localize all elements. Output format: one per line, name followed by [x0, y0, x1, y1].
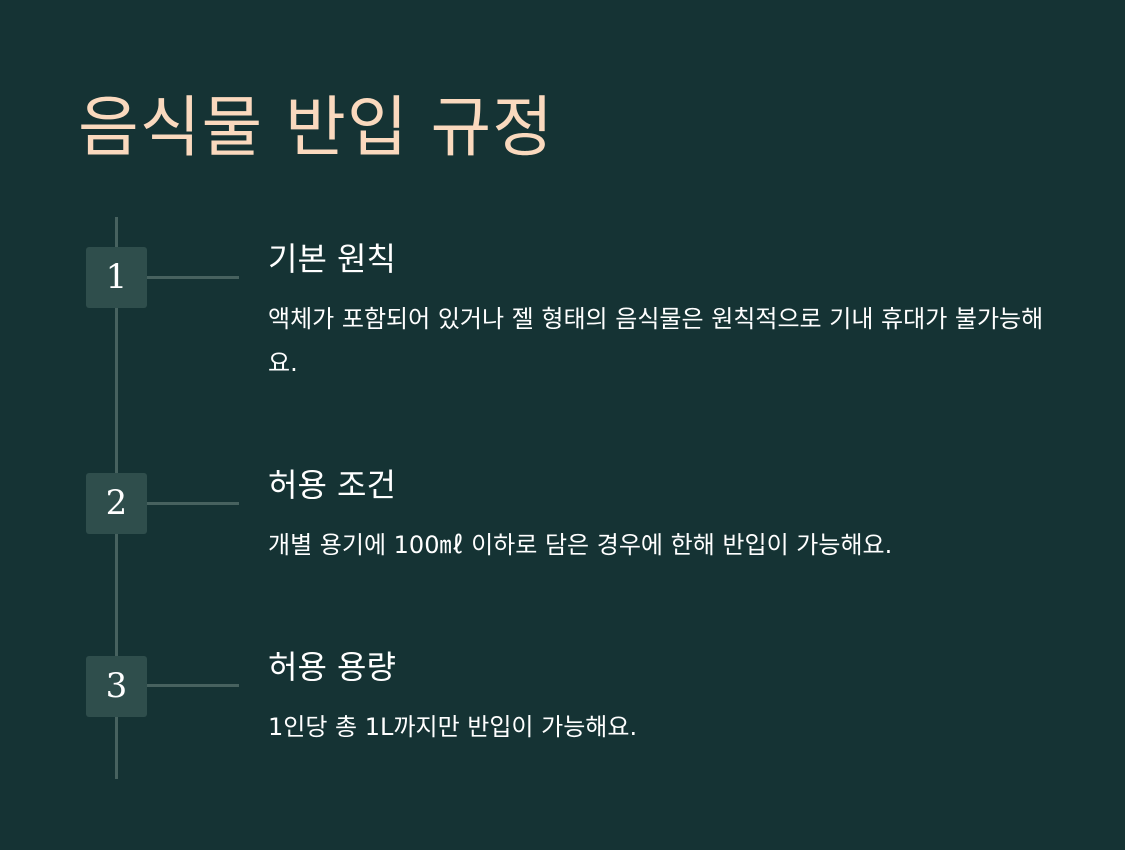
- step-description: 개별 용기에 100㎖ 이하로 담은 경우에 한해 반입이 가능해요.: [268, 531, 893, 559]
- step-description: 1인당 총 1L까지만 반입이 가능해요.: [268, 713, 638, 741]
- step-number-badge: 1: [86, 247, 147, 308]
- step-number-badge: 2: [86, 473, 147, 534]
- page-title: 음식물 반입 규정: [78, 89, 554, 166]
- step-title: 허용 용량: [268, 648, 396, 686]
- step-connector: [147, 502, 239, 505]
- step-number-badge: 3: [86, 656, 147, 717]
- step-description: 액체가 포함되어 있거나 젤 형태의 음식물은 원칙적으로 기내 휴대가 불가능…: [268, 305, 1044, 377]
- step-title: 허용 조건: [268, 466, 396, 504]
- step-connector: [147, 684, 239, 687]
- step-title: 기본 원칙: [268, 240, 396, 278]
- step-connector: [147, 276, 239, 279]
